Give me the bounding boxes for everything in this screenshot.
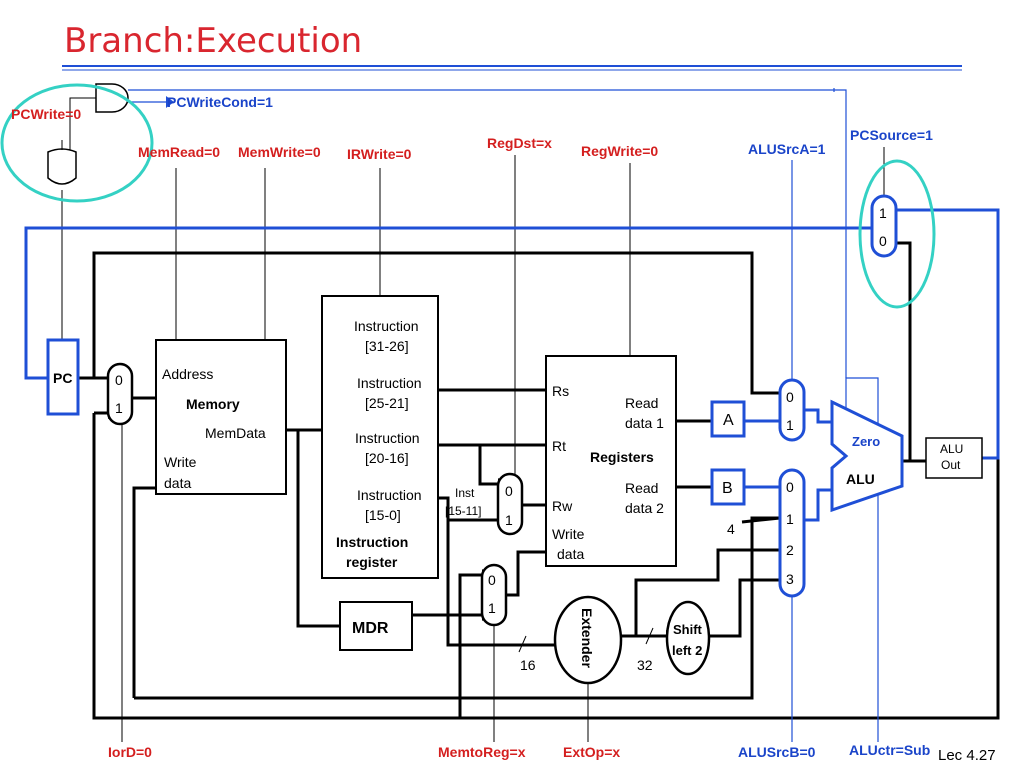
ctl-iord: IorD=0	[108, 744, 152, 760]
mdr-register	[339, 601, 413, 651]
a-label: A	[723, 412, 734, 429]
pc-label: PC	[53, 370, 72, 386]
aluout-register	[925, 437, 983, 479]
memory-data: data	[164, 475, 191, 491]
ir-name-1: Instruction	[336, 534, 408, 550]
alusrcb-mux	[778, 468, 806, 598]
constant-four: 4	[727, 521, 735, 537]
pcsource-mux-0: 0	[879, 233, 887, 249]
pcsource-mux-1: 1	[879, 205, 887, 221]
alusrca-mux-1: 1	[786, 417, 794, 433]
iord-mux-0: 0	[115, 372, 123, 388]
regs-read2-b: data 2	[625, 500, 664, 516]
inst-range: [15-11]	[445, 504, 481, 518]
alusrcb-mux-2: 2	[786, 542, 794, 558]
regs-read1-b: data 1	[625, 415, 664, 431]
alu-zero-label: Zero	[852, 434, 880, 449]
ctl-memtoreg: MemtoReg=x	[438, 744, 526, 760]
regs-rt: Rt	[552, 438, 566, 454]
alusrcb-mux-0: 0	[786, 479, 794, 495]
slide-title: Branch:Execution	[64, 21, 362, 61]
ir-field1-a: Instruction	[354, 318, 419, 334]
regs-write: Write	[552, 526, 585, 542]
extender-label: Extender	[579, 608, 595, 668]
regs-name: Registers	[590, 449, 654, 465]
regdst-mux-1: 1	[505, 512, 513, 528]
shift-label-2: left 2	[672, 643, 702, 658]
ctl-regwrite: RegWrite=0	[581, 143, 658, 159]
ir-field4-b: [15-0]	[365, 507, 401, 523]
memtoreg-mux	[480, 563, 508, 627]
ctl-alusrcb: ALUSrcB=0	[738, 744, 816, 760]
aluout-label-2: Out	[941, 458, 961, 472]
ir-field2-a: Instruction	[357, 375, 422, 391]
alusrcb-mux-3: 3	[786, 571, 794, 587]
regs-data: data	[557, 546, 584, 562]
shift-left-unit	[665, 600, 711, 676]
iord-mux-1: 1	[115, 400, 123, 416]
ctl-pcwrite: PCWrite=0	[11, 106, 81, 122]
ctl-memwrite: MemWrite=0	[238, 144, 321, 160]
ctl-extop: ExtOp=x	[563, 744, 620, 760]
ir-field2-b: [25-21]	[365, 395, 409, 411]
memory-memdata: MemData	[205, 425, 266, 441]
regdst-mux-0: 0	[505, 483, 513, 499]
extender-unit	[553, 595, 623, 685]
memory-block	[155, 339, 287, 495]
or-gate	[47, 148, 77, 185]
pc-register	[46, 338, 80, 416]
shift-label-1: Shift	[673, 622, 703, 637]
ir-field3-a: Instruction	[355, 430, 420, 446]
regs-rs: Rs	[552, 383, 569, 399]
mdr-label: MDR	[352, 620, 389, 637]
pcsource-mux	[870, 194, 898, 258]
ir-field3-b: [20-16]	[365, 450, 409, 466]
pcwrite-highlight	[0, 83, 154, 203]
blue-wires	[24, 88, 1000, 742]
ir-name-2: register	[346, 554, 398, 570]
memtoreg-mux-0: 0	[488, 572, 496, 588]
bus-width-32: 32	[637, 657, 653, 673]
ctl-irwrite: IRWrite=0	[347, 146, 412, 162]
regs-rw: Rw	[552, 498, 573, 514]
alusrcb-mux-1: 1	[786, 511, 794, 527]
ctl-pcwritecond: PCWriteCond=1	[167, 94, 273, 110]
black-wires	[61, 147, 1000, 742]
alu-label: ALU	[846, 471, 875, 487]
instruction-register	[321, 295, 439, 579]
ctl-memread: MemRead=0	[138, 144, 220, 160]
regdst-mux	[496, 472, 524, 536]
ctl-regdst: RegDst=x	[487, 135, 552, 151]
ctl-aluctr: ALUctr=Sub	[849, 742, 930, 758]
regs-read2-a: Read	[625, 480, 658, 496]
memtoreg-mux-1: 1	[488, 600, 496, 616]
pcsource-highlight	[858, 159, 936, 309]
inst-label: Inst	[455, 486, 475, 500]
ctl-pcsource: PCSource=1	[850, 127, 933, 143]
regs-read1-a: Read	[625, 395, 658, 411]
ctl-alusrca: ALUSrcA=1	[748, 141, 826, 157]
iord-mux	[106, 362, 134, 426]
aluout-label-1: ALU	[940, 442, 963, 456]
memory-name: Memory	[186, 396, 240, 412]
alusrca-mux	[778, 378, 806, 442]
ir-field1-b: [31-26]	[365, 338, 409, 354]
b-label: B	[722, 480, 733, 497]
memory-address: Address	[162, 366, 213, 382]
slide-footer: Lec 4.27	[938, 747, 996, 764]
alusrca-mux-0: 0	[786, 389, 794, 405]
memory-write: Write	[164, 454, 197, 470]
register-file	[545, 355, 677, 567]
ir-field4-a: Instruction	[357, 487, 422, 503]
a-register	[710, 400, 746, 438]
b-register	[710, 468, 746, 506]
alu-unit	[830, 399, 904, 513]
bus-width-16: 16	[520, 657, 536, 673]
